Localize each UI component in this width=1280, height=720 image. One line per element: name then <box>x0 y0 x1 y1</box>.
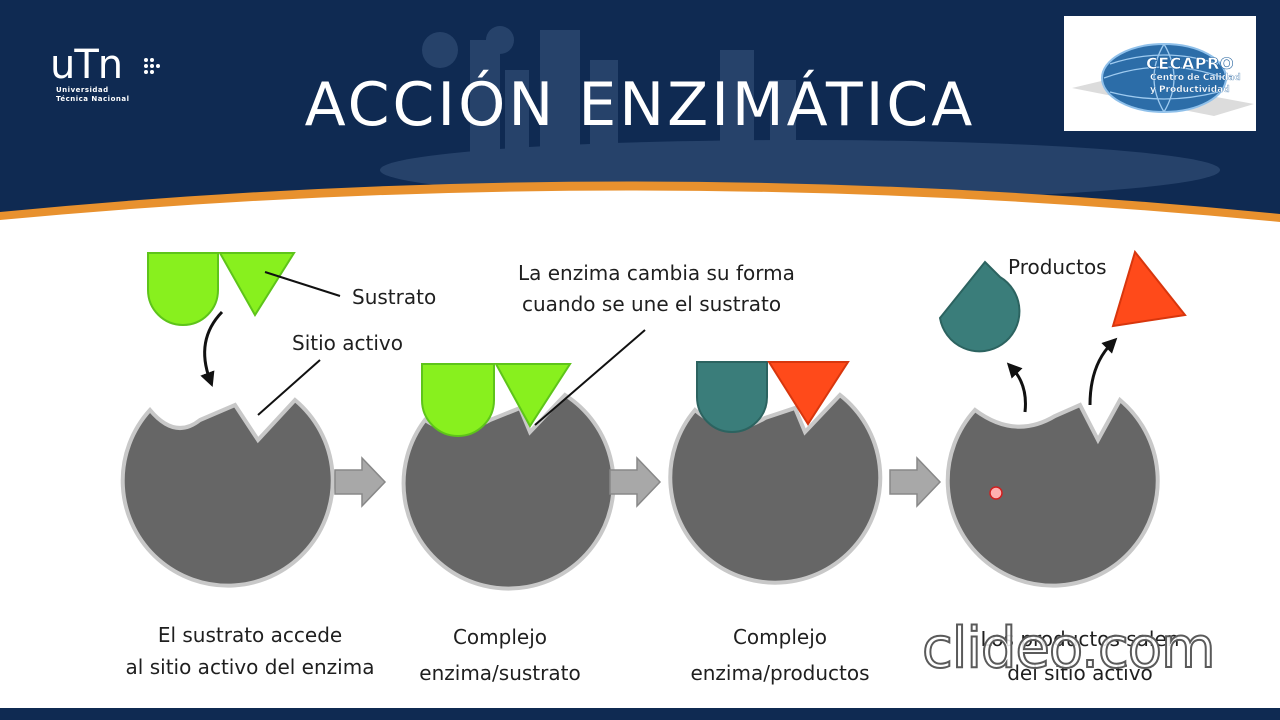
caption-step-4-line-1: Los productos salen <box>980 627 1180 651</box>
enzyme-stage-2 <box>401 392 616 591</box>
substrate-triangle-stage-2 <box>494 363 572 428</box>
caption-step-2-line-1: Complejo <box>452 625 548 649</box>
label-substrate: Sustrato <box>352 285 437 309</box>
pointer-substrate <box>264 271 341 297</box>
cecapro-globe-icon <box>1072 43 1254 116</box>
arrow-product-round-out <box>1006 362 1027 413</box>
enzyme-stage-1 <box>120 397 335 588</box>
substrate-round-stage-2 <box>421 363 495 437</box>
caption-step-1-line-2: al sitio activo del enzima <box>125 655 375 679</box>
label-active-site: Sitio activo <box>292 331 403 355</box>
header-white-curve <box>0 190 1280 235</box>
pointer-dot-icon <box>989 486 1003 500</box>
pointer-shape-change <box>534 329 646 426</box>
label-shape-change-line-1: La enzima cambia su forma <box>518 261 795 285</box>
step-arrow-1 <box>334 456 387 508</box>
cecapro-line-2: y Productividad <box>1150 85 1230 95</box>
substrate-triangle-stage-1 <box>218 252 296 317</box>
utn-logo-mark: uTn <box>50 42 123 88</box>
cecapro-logo: CECAPRO Centro de Calidad y Productivida… <box>1064 16 1256 131</box>
pointer-active-site <box>257 359 321 416</box>
caption-step-1-line-1: El sustrato accede <box>157 623 343 647</box>
utn-logo: uTn Universidad Técnica Nacional <box>50 44 170 106</box>
arrow-product-triangle-out <box>1088 337 1118 406</box>
step-arrow-3 <box>889 456 942 508</box>
cecapro-line-1: Centro de Calidad <box>1150 73 1241 83</box>
slide-title: ACCIÓN ENZIMÁTICA <box>304 70 976 140</box>
caption-step-4-line-2: del sitio activo <box>1007 661 1153 685</box>
utn-logo-line-2: Técnica Nacional <box>56 95 130 103</box>
product-round-released <box>938 260 1021 353</box>
product-triangle-released <box>1111 249 1187 328</box>
product-triangle-stage-3 <box>767 361 850 426</box>
enzyme-stage-3 <box>668 392 883 585</box>
arrow-substrate-enters <box>200 310 224 388</box>
clideo-watermark: clideo.com <box>921 615 1217 682</box>
enzyme-stage-4 <box>945 396 1160 588</box>
step-arrow-2 <box>609 456 662 508</box>
caption-step-3-line-2: enzima/productos <box>690 661 870 685</box>
cecapro-name: CECAPRO <box>1146 54 1234 74</box>
caption-step-3-line-1: Complejo <box>732 625 828 649</box>
substrate-round-stage-1 <box>147 252 219 326</box>
caption-step-2-line-2: enzima/sustrato <box>419 661 581 685</box>
footer-band <box>0 708 1280 720</box>
utn-logo-line-1: Universidad <box>56 86 109 94</box>
label-shape-change-line-2: cuando se une el sustrato <box>522 292 782 316</box>
label-products: Productos <box>1008 255 1107 279</box>
product-round-stage-3 <box>696 361 768 433</box>
utn-logo-dots-icon <box>144 58 160 74</box>
